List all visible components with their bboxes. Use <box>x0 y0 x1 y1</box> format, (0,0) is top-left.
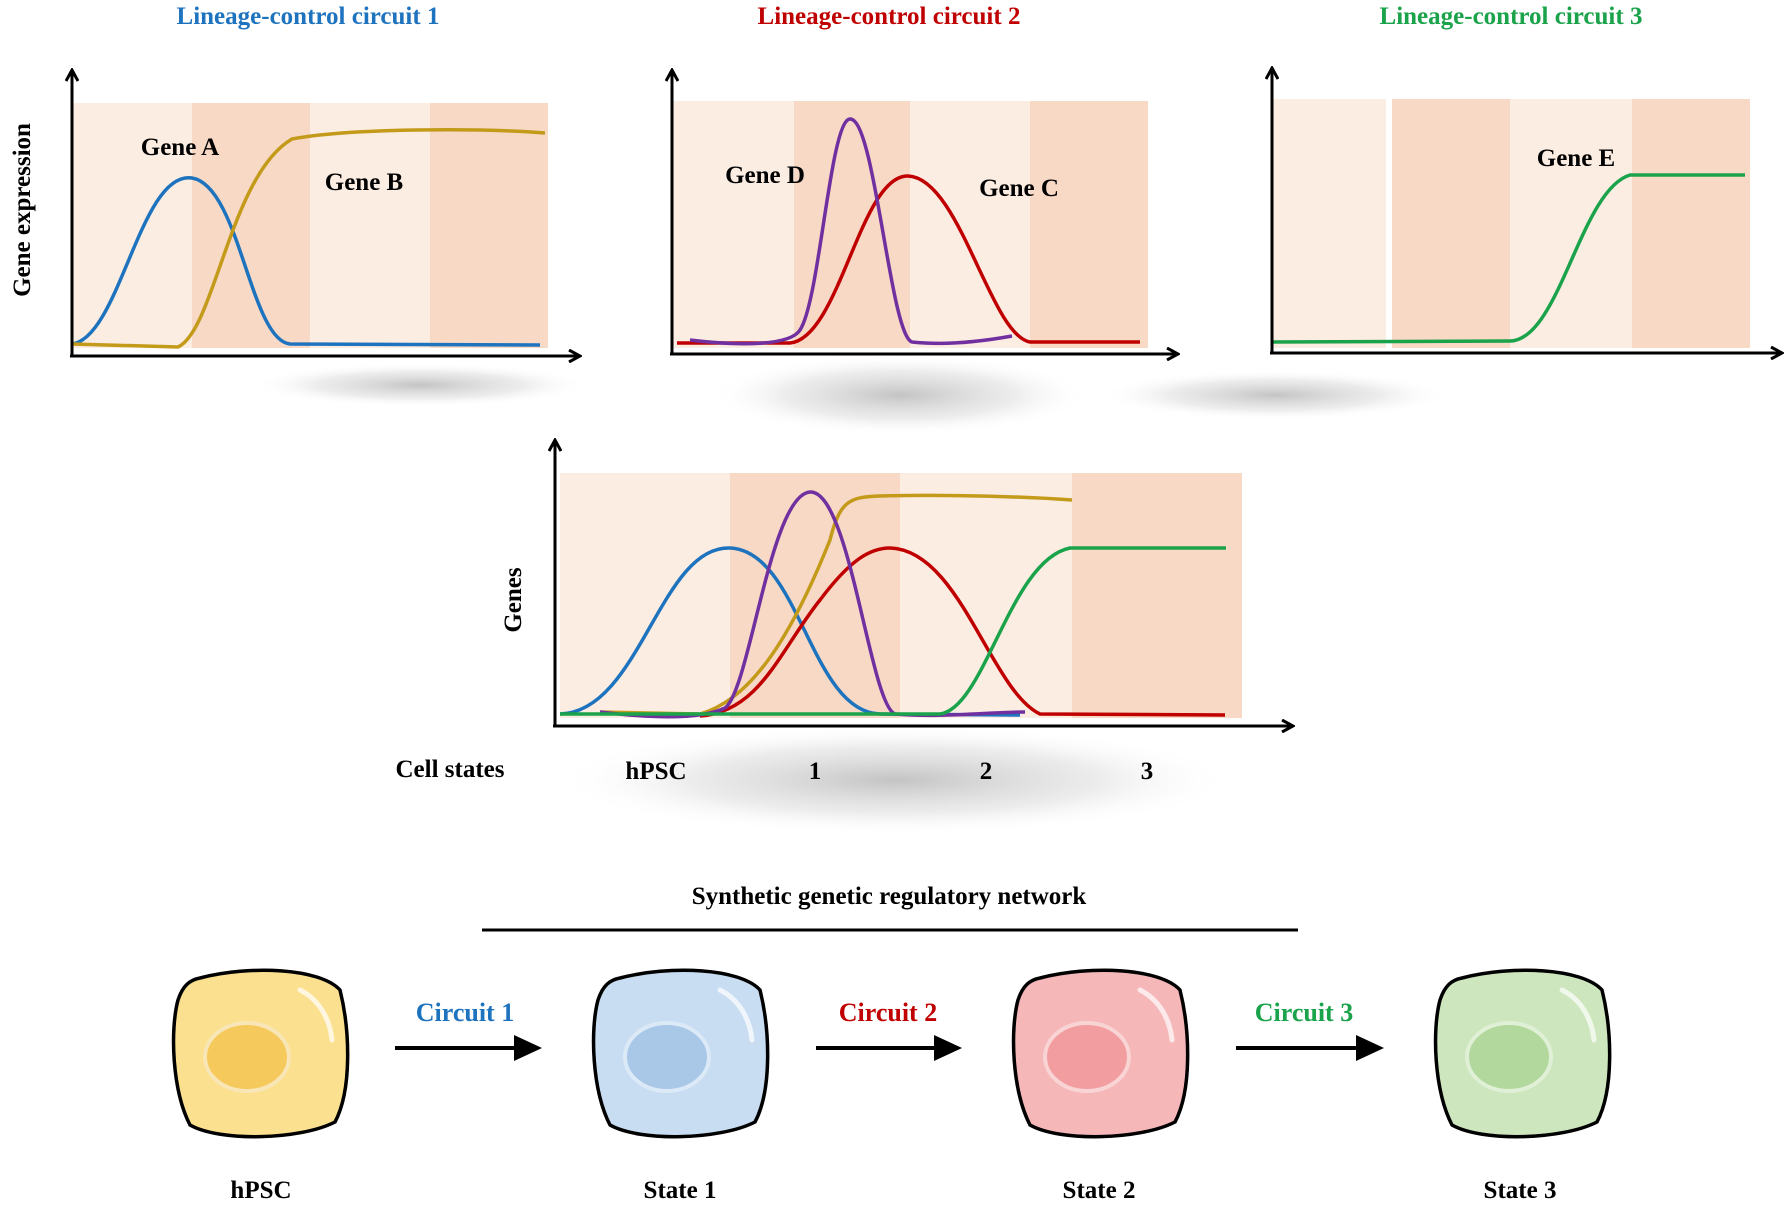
state-tick-label: 2 <box>980 758 993 785</box>
panel-3-title: Lineage-control circuit 3 <box>1380 3 1643 30</box>
gene-d-label: Gene D <box>725 162 805 189</box>
shadow-panel-3 <box>1100 370 1450 420</box>
arrow-label-circuit-2: Circuit 2 <box>839 998 937 1027</box>
y-axis-label: Gene expression <box>9 123 36 297</box>
band <box>430 103 548 348</box>
cell-label-state-1: State 1 <box>644 1177 717 1204</box>
gene-e-label: Gene E <box>1537 145 1615 172</box>
combined-gene-a-curve <box>559 546 1021 717</box>
cell-label-state-3: State 3 <box>1484 1177 1557 1204</box>
arrow-circuit-2 <box>816 1035 962 1061</box>
shadow-combined <box>555 725 1235 835</box>
combined-gene-b-curve <box>599 493 1073 716</box>
gene-c-label: Gene C <box>979 175 1059 202</box>
state-tick-label: hPSC <box>625 758 686 785</box>
band <box>1072 473 1242 718</box>
gene-b-label: Gene B <box>325 169 403 196</box>
arrow-circuit-1 <box>395 1035 542 1061</box>
panel-1-title: Lineage-control circuit 1 <box>177 3 440 30</box>
state-tick-label: 1 <box>809 758 822 785</box>
band <box>900 473 1072 718</box>
band <box>672 101 794 348</box>
gene-b-curve <box>71 128 546 349</box>
combined-gene-e-curve <box>560 546 1226 716</box>
network-title: Synthetic genetic regulatory network <box>692 883 1087 910</box>
panel-combined: Genes Cell states hPSC 1 2 3 <box>396 440 1294 785</box>
gene-c-curve <box>677 174 1140 345</box>
panel-2-title: Lineage-control circuit 2 <box>758 3 1021 30</box>
band <box>730 473 900 718</box>
combined-y-axis-label: Genes <box>500 567 527 633</box>
gene-a-label: Gene A <box>141 134 219 161</box>
gene-e-curve <box>1271 173 1745 344</box>
panel-circuit-1: Lineage-control circuit 1 Gene expressio… <box>9 3 580 356</box>
cell-state-1 <box>591 968 770 1139</box>
arrow-label-circuit-3: Circuit 3 <box>1255 998 1353 1027</box>
band <box>192 103 310 348</box>
band <box>794 101 910 348</box>
band <box>310 103 430 348</box>
cell-state-2 <box>1011 968 1190 1139</box>
panel-circuit-3: Lineage-control circuit 3 Gene E <box>1270 3 1782 353</box>
band <box>72 103 192 348</box>
band <box>1030 101 1148 348</box>
band <box>910 101 1030 348</box>
shadow-panel-2 <box>710 355 1090 435</box>
cell-state-3 <box>1433 968 1612 1139</box>
band <box>1272 99 1386 348</box>
arrow-label-circuit-1: Circuit 1 <box>416 998 514 1027</box>
band <box>1632 99 1750 348</box>
band <box>1392 99 1510 348</box>
combined-x-axis-label: Cell states <box>396 756 505 783</box>
cell-label-state-2: State 2 <box>1063 1177 1136 1204</box>
arrow-circuit-3 <box>1236 1035 1384 1061</box>
cell-hpsc <box>171 968 350 1139</box>
gene-d-curve <box>689 117 1013 346</box>
gene-a-curve <box>71 176 541 347</box>
panel-circuit-2: Lineage-control circuit 2 Gene D Gene C <box>670 3 1178 354</box>
band <box>1510 99 1632 348</box>
band <box>560 473 730 718</box>
synthetic-network: Synthetic genetic regulatory network <box>171 883 1612 1204</box>
combined-gene-c-curve <box>699 546 1226 718</box>
state-tick-label: 3 <box>1141 758 1154 785</box>
shadow-panel-1 <box>250 363 590 407</box>
cell-label-hpsc: hPSC <box>230 1177 291 1204</box>
